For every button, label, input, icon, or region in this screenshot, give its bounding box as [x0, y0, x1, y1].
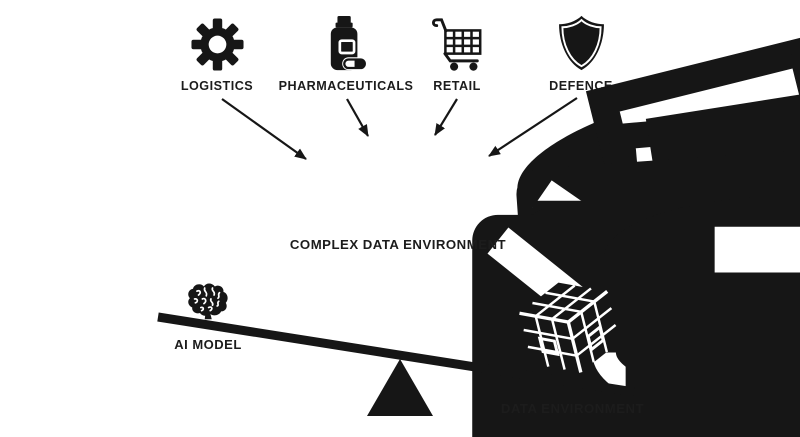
industry-retail: RETAIL — [382, 14, 532, 93]
shield-icon — [506, 14, 656, 72]
seesaw-lever — [157, 312, 635, 397]
complex-data-environment-label: COMPLEX DATA ENVIRONMENT — [289, 237, 507, 252]
data-environment-label: DATA ENVIRONMENT — [500, 401, 645, 416]
industry-logistics: LOGISTICS — [142, 14, 292, 93]
shopping-cart-icon — [382, 14, 532, 72]
industry-label: DEFENCE — [549, 79, 613, 93]
arrow-defence-to-data — [488, 97, 578, 157]
gear-icon — [142, 14, 292, 72]
industry-defence: DEFENCE — [506, 14, 656, 93]
seesaw — [157, 282, 635, 416]
seesaw-fulcrum — [367, 359, 433, 416]
pill-bottle-icon — [271, 14, 421, 72]
industry-label: RETAIL — [433, 79, 481, 93]
industry-label: PHARMACEUTICALS — [278, 79, 414, 93]
ai-model-label: AI MODEL — [174, 337, 242, 352]
arrows — [221, 97, 578, 160]
cube-icon — [519, 282, 620, 373]
arrow-logistics-to-data — [221, 98, 307, 160]
industry-pharmaceuticals: PHARMACEUTICALS — [271, 14, 421, 93]
arrow-retail-to-data — [434, 98, 458, 136]
industry-label: LOGISTICS — [180, 79, 254, 93]
brain-icon — [188, 283, 228, 320]
arrow-pharmaceuticals-to-data — [346, 98, 369, 137]
